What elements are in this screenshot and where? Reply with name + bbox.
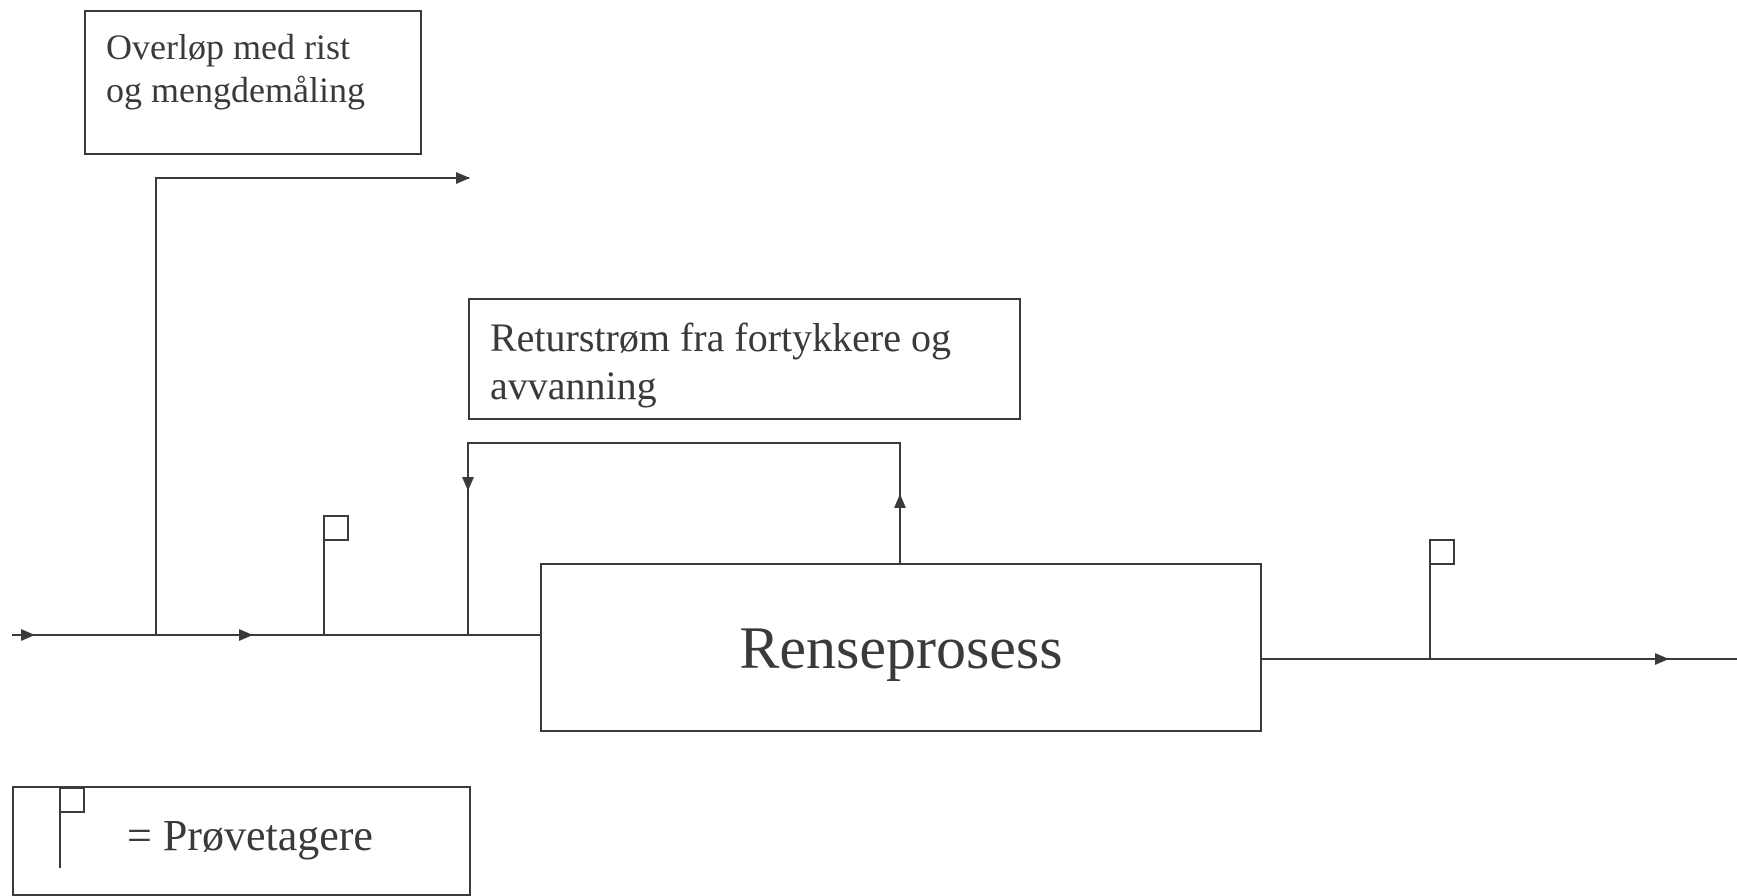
overflow-box: Overløp med rist og mengdemåling	[84, 10, 422, 155]
return-flow-label: Returstrøm fra fortykkere og avvanning	[490, 315, 951, 408]
overflow-label: Overløp med rist og mengdemåling	[106, 27, 365, 111]
legend-flag-icon	[59, 788, 85, 868]
outlet-sampler-flag-icon	[1429, 539, 1455, 659]
process-box: Renseprosess	[540, 563, 1262, 732]
legend-box: = Prøvetagere	[12, 786, 471, 896]
overflow-branch-line	[155, 177, 454, 635]
return-flow-box: Returstrøm fra fortykkere og avvanning	[468, 298, 1021, 420]
legend-label: = Prøvetagere	[127, 811, 373, 860]
return-flow-loop	[467, 442, 901, 563]
inlet-sampler-flag-icon	[323, 515, 349, 635]
process-label: Renseprosess	[739, 614, 1063, 681]
flow-diagram	[12, 172, 1737, 665]
